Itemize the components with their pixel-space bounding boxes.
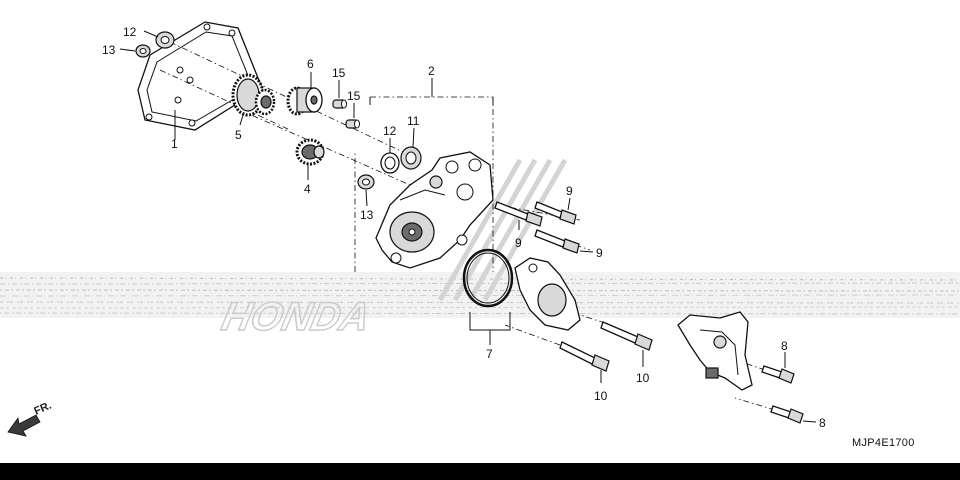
- bolt-part-10-b: [600, 321, 653, 351]
- o-ring-part-7: [462, 248, 514, 308]
- callout-5: 5: [235, 128, 242, 142]
- front-arrow-icon: [7, 414, 41, 437]
- callout-9-c: 9: [596, 246, 603, 260]
- pump-cover-part: [514, 257, 581, 331]
- seal-part-11: [400, 146, 422, 170]
- callout-leader-lines: [119, 30, 817, 423]
- callout-12-top: 12: [123, 25, 137, 39]
- callout-11: 11: [407, 114, 420, 128]
- front-direction-label: FR.: [32, 400, 53, 418]
- callout-1: 1: [171, 137, 178, 151]
- bolt-part-9-b: [534, 201, 577, 225]
- gasket-inner-edge: [146, 31, 254, 122]
- callout-labels: 12 13 1 5 6 4 15 15 2 12 11 13 9 9 9 7 1…: [102, 25, 826, 430]
- guard-bracket-part: [677, 311, 753, 391]
- bolt-part-8-a: [761, 365, 795, 384]
- callout-15-b: 15: [347, 89, 361, 103]
- front-direction-indicator: FR.: [7, 400, 53, 437]
- washer-part-13-top: [135, 44, 151, 58]
- callout-7: 7: [486, 347, 493, 361]
- gear-part-6: [286, 86, 323, 116]
- bottom-border-bar: [0, 463, 960, 480]
- callout-15-a: 15: [332, 66, 346, 80]
- pump-body-part-2: [375, 151, 494, 269]
- callout-10-a: 10: [594, 389, 608, 403]
- callout-8-b: 8: [819, 416, 826, 430]
- gear-part-5: [231, 73, 276, 117]
- gear-part-4: [295, 138, 325, 166]
- callout-4: 4: [304, 182, 311, 196]
- bolt-part-10-a: [559, 341, 610, 372]
- callout-13-mid: 13: [360, 208, 374, 222]
- gasket-bolt-holes: [145, 23, 236, 127]
- callout-13-top: 13: [102, 43, 116, 57]
- watermark-stripes: [437, 158, 568, 302]
- callout-12-mid: 12: [383, 124, 397, 138]
- honda-watermark: HONDA: [218, 293, 374, 338]
- callout-2: 2: [428, 64, 435, 78]
- callout-10-b: 10: [636, 371, 650, 385]
- callout-9-a: 9: [566, 184, 573, 198]
- bolt-part-8-b: [770, 405, 804, 424]
- dowel-pin-15-a: [332, 99, 347, 109]
- seal-part-12-mid: [380, 152, 400, 174]
- washer-part-12-top: [155, 31, 175, 49]
- callout-6: 6: [307, 57, 314, 71]
- diagram-code: MJP4E1700: [852, 437, 915, 449]
- callout-9-b: 9: [515, 236, 522, 250]
- gasket-part-1: [137, 21, 263, 131]
- washer-part-13-mid: [357, 174, 375, 190]
- callout-8-a: 8: [781, 339, 788, 353]
- bolt-part-9-a: [494, 201, 543, 227]
- bolt-part-9-c: [534, 229, 580, 254]
- dowel-pin-15-b: [345, 119, 360, 129]
